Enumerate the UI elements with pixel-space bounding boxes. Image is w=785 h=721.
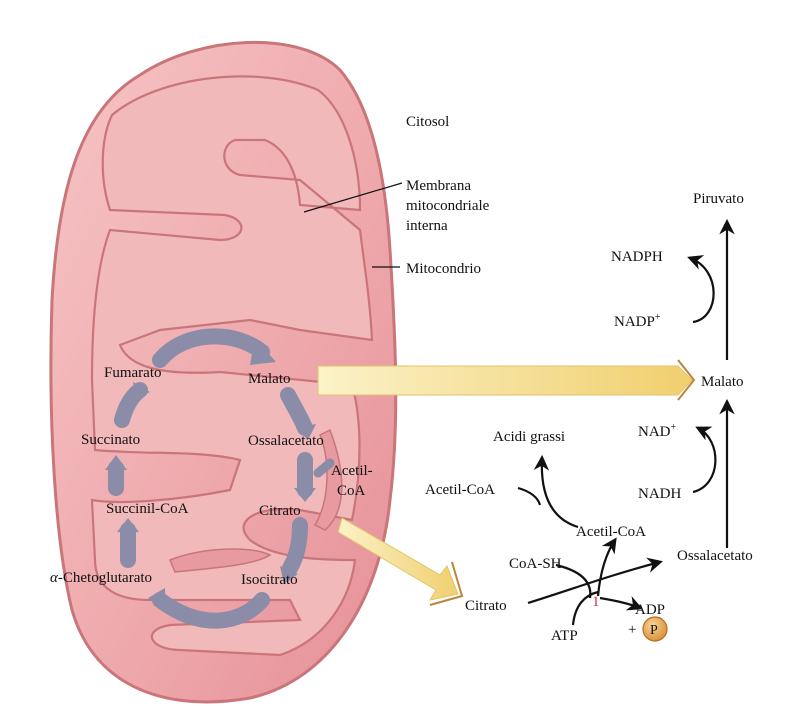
- arrow-nadh-nad: [692, 426, 717, 494]
- label-succinil-coa: Succinil-CoA: [106, 501, 189, 517]
- label-membrane-2: mitocondriale: [406, 198, 490, 214]
- label-mitocondrio: Mitocondrio: [406, 261, 481, 277]
- arrow-to-adp: [599, 596, 643, 611]
- label-succinato: Succinato: [81, 432, 140, 448]
- label-membrane-3: interna: [406, 218, 448, 234]
- arrow-to-acetilcoa: [596, 537, 617, 597]
- cytosolic-pathway: [517, 218, 735, 626]
- label-isocitrato: Isocitrato: [241, 572, 298, 588]
- inner-membrane: [90, 75, 374, 657]
- cristae-fold: [169, 548, 272, 573]
- cycle-arrow-isocitrato-chetoglutarato: [152, 592, 270, 629]
- label-acetil-coa-right: Acetil-CoA: [576, 524, 646, 540]
- label-nadph: NADPH: [611, 249, 663, 265]
- label-acetil-coa-left: Acetil-CoA: [425, 482, 495, 498]
- label-citrato-mito: Citrato: [259, 503, 301, 519]
- arrow-nadp-nadph: [687, 255, 715, 324]
- label-citosol: Citosol: [406, 114, 449, 130]
- arrow-acetilcoa-acidi: [533, 454, 579, 529]
- label-acetil-mito-1: Acetil-: [331, 463, 373, 479]
- label-piruvato: Piruvato: [693, 191, 744, 207]
- label-adp: ADP: [635, 602, 665, 618]
- label-plus: +: [628, 622, 636, 638]
- label-membrane-1: Membrana: [406, 178, 471, 194]
- krebs-cycle: [105, 328, 335, 629]
- phosphate-circle: [642, 616, 668, 642]
- label-acetil-mito-2: CoA: [337, 483, 366, 499]
- arrow-citrato-ossalacetato: [527, 557, 663, 605]
- label-ossalacetato-cyto: Ossalacetato: [677, 548, 753, 564]
- cycle-arrow-fumarato-malato: [152, 328, 270, 368]
- label-chetoglutarato: α-Chetoglutarato: [50, 570, 152, 586]
- label-fumarato: Fumarato: [104, 365, 162, 381]
- label-acidi-grassi: Acidi grassi: [493, 429, 565, 445]
- malate-transport-arrow: [317, 365, 693, 396]
- label-coa-sh: CoA-SH: [509, 556, 562, 572]
- label-malato-mito: Malato: [248, 371, 291, 387]
- transport-arrows: [317, 359, 696, 606]
- arrow-atp-in: [571, 590, 599, 626]
- mitochondrion: [49, 41, 398, 704]
- cycle-arrow-malato-ossalacetato: [280, 387, 313, 436]
- arrow-acetilcoa-left-in: [517, 486, 542, 506]
- label-phosphate: P: [650, 623, 658, 638]
- label-enzyme-number: 1: [592, 594, 600, 610]
- membrane-pointer-line: [303, 182, 403, 213]
- label-nadh: NADH: [638, 486, 681, 502]
- label-ossalacetato-mito: Ossalacetato: [248, 433, 324, 449]
- cycle-arrow-citrato-isocitrato: [282, 517, 308, 576]
- label-nad: NAD+: [638, 422, 677, 440]
- label-atp: ATP: [551, 628, 578, 644]
- cycle-arrow-acetil-in: [313, 458, 335, 478]
- label-malato-cyto: Malato: [701, 374, 744, 390]
- citrate-transport-arrow: [337, 517, 459, 601]
- inner-membrane-lumen: [313, 428, 343, 531]
- label-citrato-cyto: Citrato: [465, 598, 507, 614]
- label-nadp: NADP+: [614, 312, 661, 330]
